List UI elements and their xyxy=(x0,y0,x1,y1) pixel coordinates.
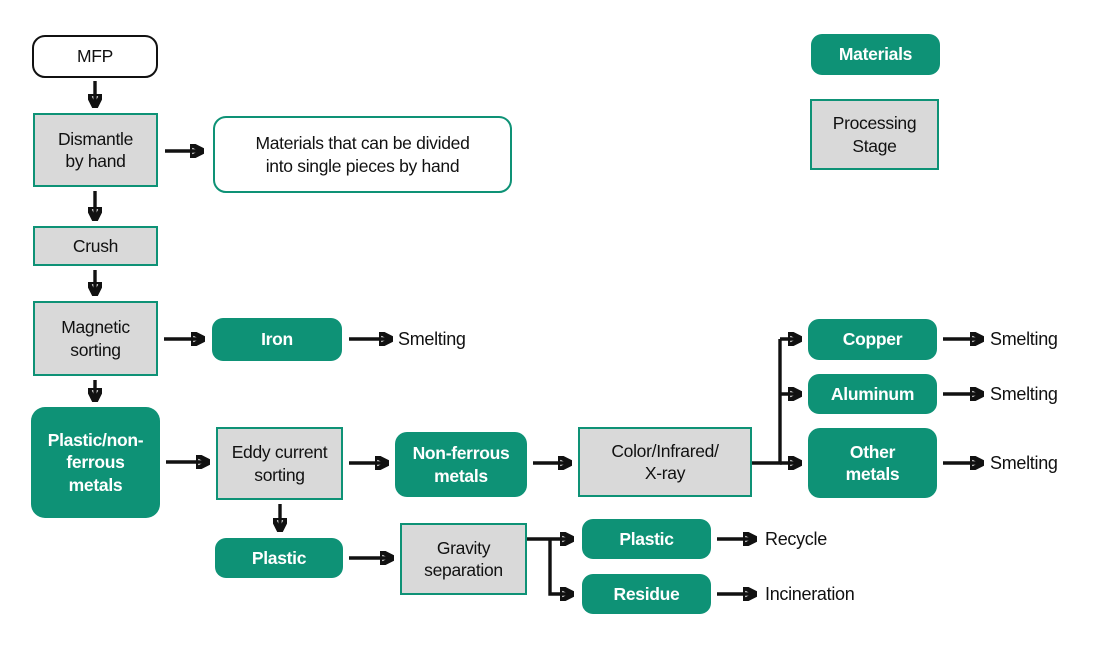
label-smelting-copper: Smelting xyxy=(990,329,1058,349)
node-plastic-nonferrous-metals: Plastic/non- ferrous metals xyxy=(31,407,160,518)
node-gravity-separation: Gravity separation xyxy=(400,523,527,595)
node-iron: Iron xyxy=(212,318,342,361)
note-dismantle-description: Materials that can be divided into singl… xyxy=(213,116,512,193)
node-residue: Residue xyxy=(582,574,711,614)
label-smelting-iron: Smelting xyxy=(398,329,466,349)
node-eddy-current-sorting: Eddy current sorting xyxy=(216,427,343,500)
node-other-metals: Other metals xyxy=(808,428,937,498)
label-smelting-other-metals: Smelting xyxy=(990,453,1058,473)
node-magnetic-sorting: Magnetic sorting xyxy=(33,301,158,376)
label-incineration: Incineration xyxy=(765,584,855,604)
node-plastic-sorted: Plastic xyxy=(215,538,343,578)
node-dismantle-by-hand: Dismantle by hand xyxy=(33,113,158,187)
node-copper: Copper xyxy=(808,319,937,360)
legend-materials: Materials xyxy=(811,34,940,75)
node-plastic-output: Plastic xyxy=(582,519,711,559)
node-mfp: MFP xyxy=(32,35,158,78)
node-crush: Crush xyxy=(33,226,158,266)
label-smelting-aluminum: Smelting xyxy=(990,384,1058,404)
node-color-infrared-xray: Color/Infrared/ X-ray xyxy=(578,427,752,497)
legend-processing-stage: Processing Stage xyxy=(810,99,939,170)
label-recycle: Recycle xyxy=(765,529,827,549)
node-aluminum: Aluminum xyxy=(808,374,937,414)
node-nonferrous-metals: Non-ferrous metals xyxy=(395,432,527,497)
